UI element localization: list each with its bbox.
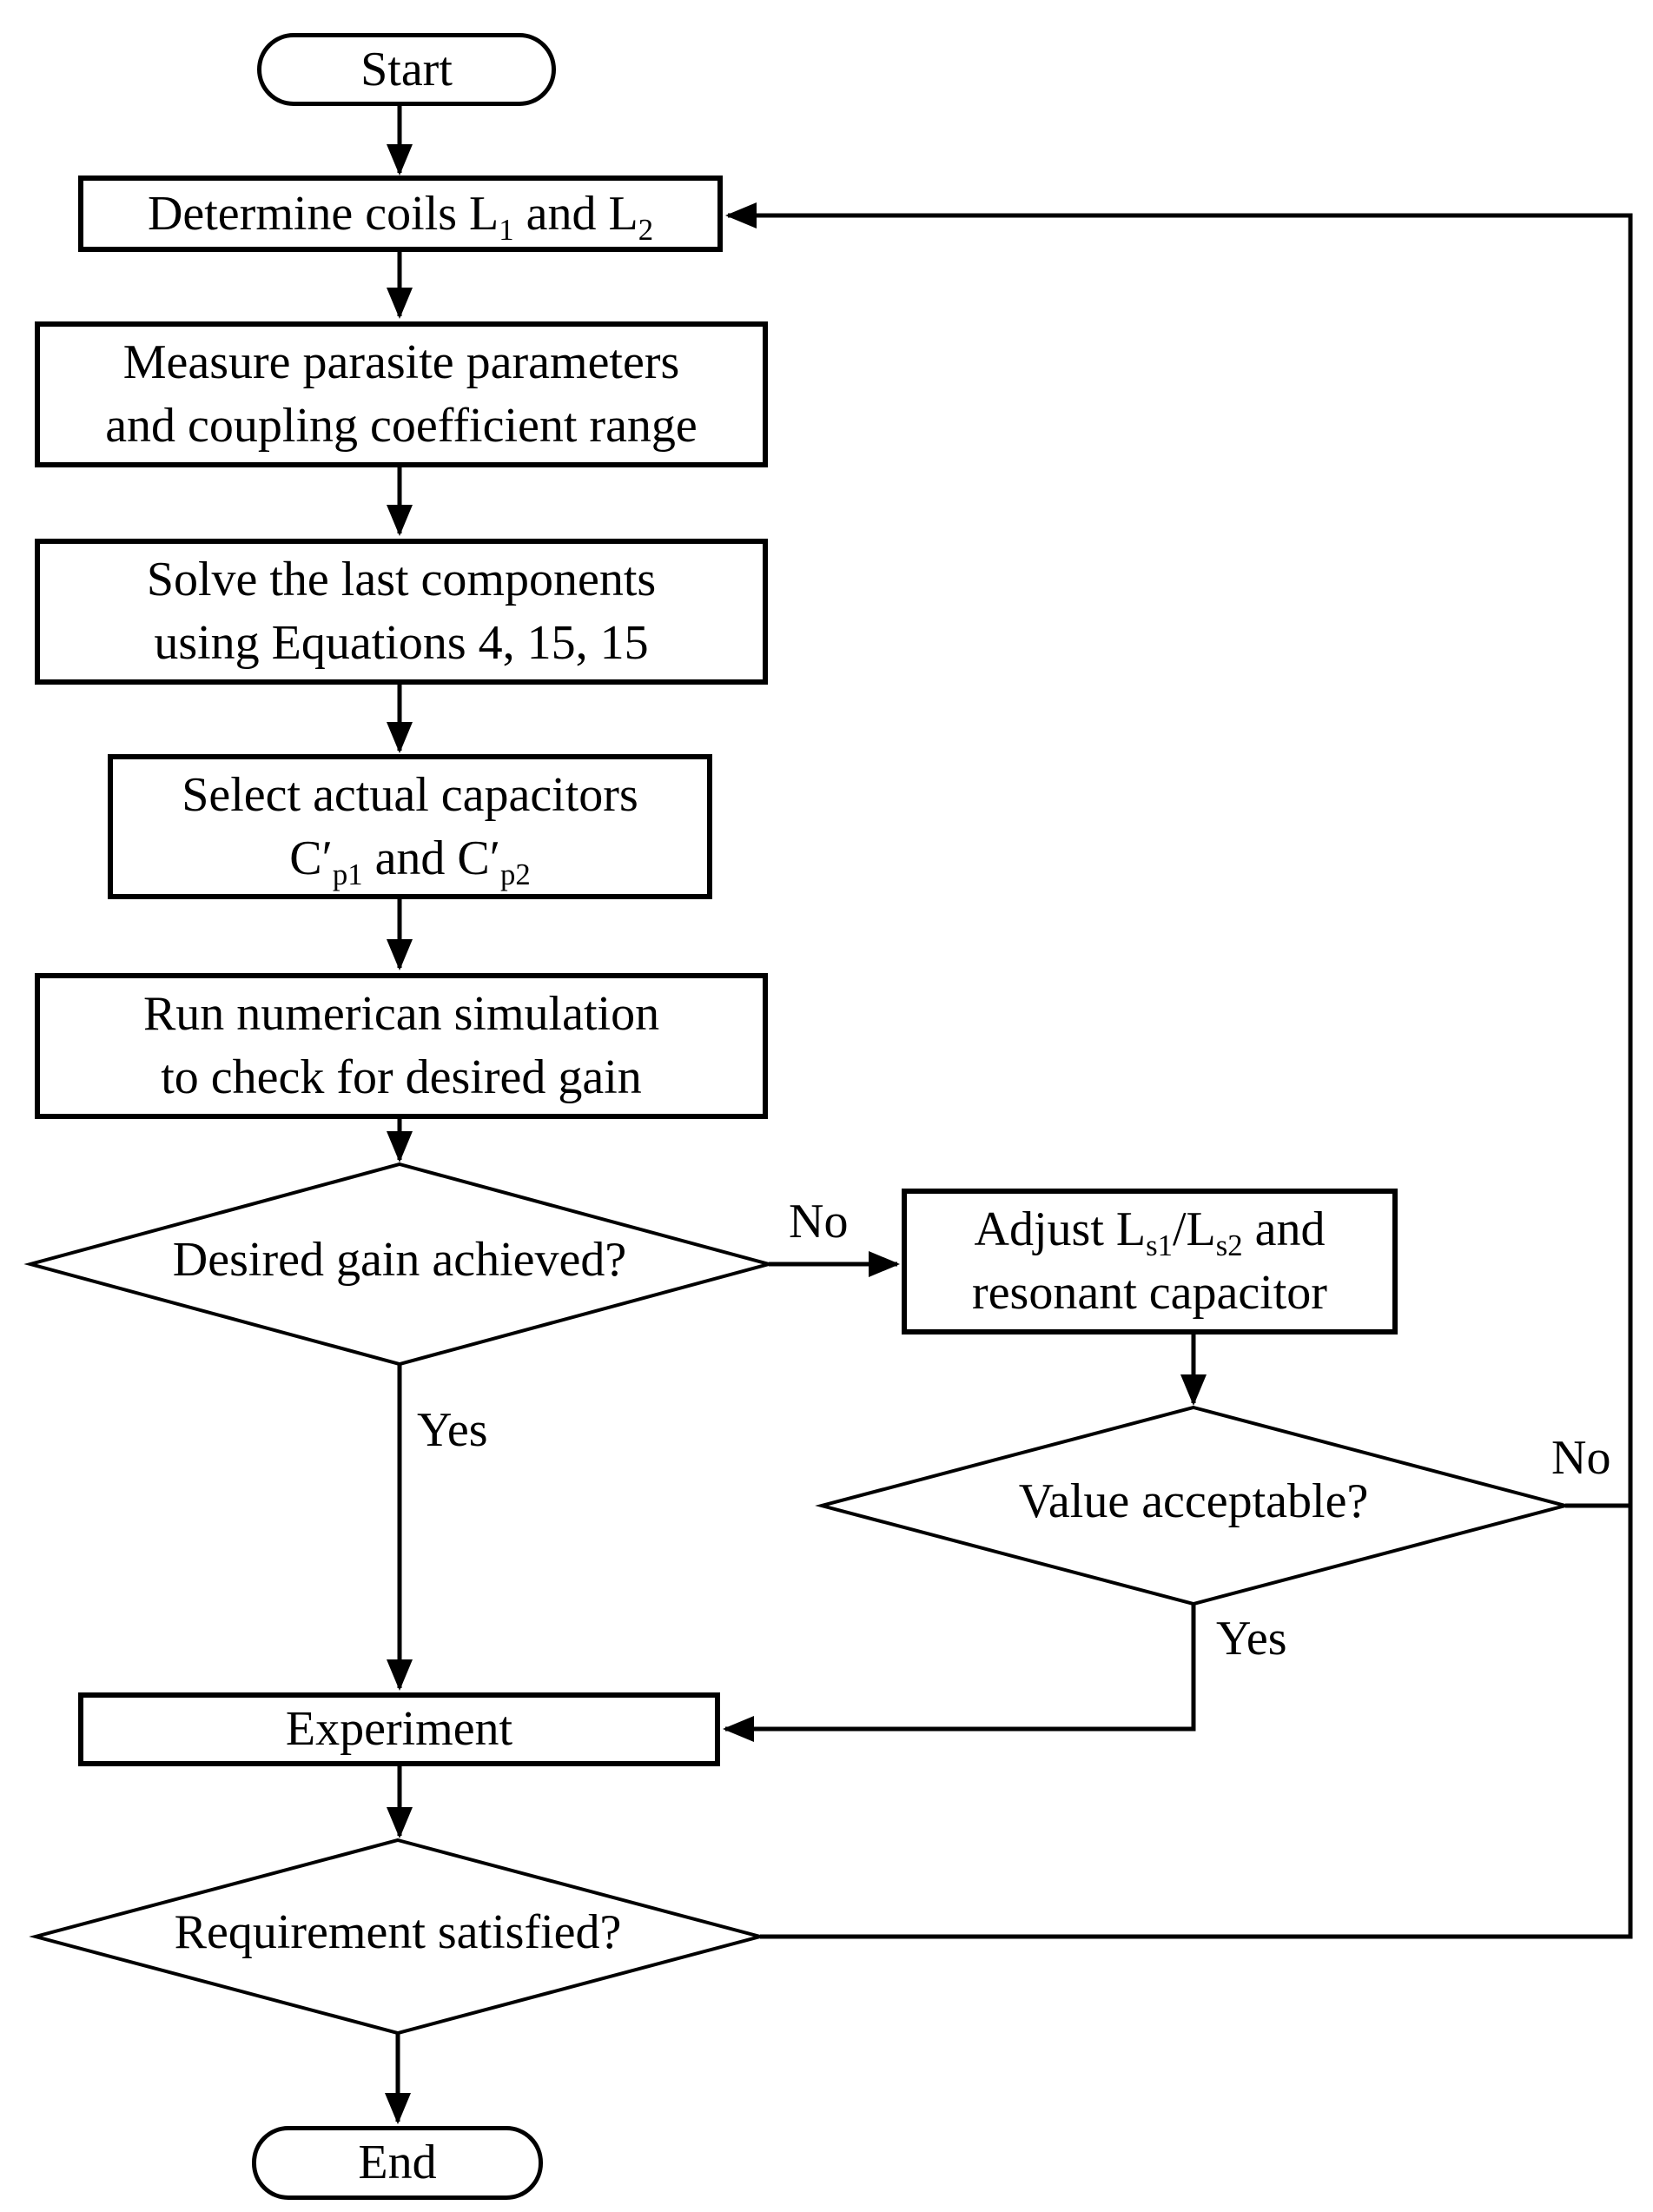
select-line1: Select actual capacitors xyxy=(182,767,638,822)
experiment-label: Experiment xyxy=(285,1702,513,1757)
value-acceptable-yes-label: Yes xyxy=(1216,1612,1287,1666)
end-label: End xyxy=(358,2136,437,2190)
desired-gain-yes-label: Yes xyxy=(417,1403,488,1457)
requirement-diamond xyxy=(29,1838,767,2036)
measure-parameters-box: Measure parasite parameters and coupling… xyxy=(35,321,768,467)
value-acceptable-label: Value acceptable? xyxy=(1018,1474,1369,1528)
start-label: Start xyxy=(360,42,453,96)
connector-value-yes xyxy=(723,1604,1196,1742)
adjust-line2: resonant capacitor xyxy=(972,1266,1327,1320)
experiment-box: Experiment xyxy=(78,1692,720,1766)
end-node: End xyxy=(252,2126,543,2200)
adjust-line1: Adjust Ls1/Ls2 and xyxy=(974,1202,1326,1263)
start-node: Start xyxy=(257,33,556,106)
select-line2: C′p1 and C′p2 xyxy=(289,831,531,891)
solve-line1: Solve the last components xyxy=(146,553,657,607)
determine-coils-box: Determine coils L1 and L2 xyxy=(78,176,723,252)
measure-line1: Measure parasite parameters xyxy=(122,335,680,390)
solve-components-box: Solve the last components using Equation… xyxy=(35,539,768,685)
desired-gain-diamond xyxy=(23,1162,776,1367)
determine-coils-label: Determine coils L1 and L2 xyxy=(147,186,654,247)
adjust-box: Adjust Ls1/Ls2 and resonant capacitor xyxy=(902,1189,1398,1334)
run-line2: to check for desired gain xyxy=(161,1050,642,1104)
desired-gain-label: Desired gain achieved? xyxy=(172,1233,627,1287)
value-acceptable-diamond xyxy=(815,1405,1572,1606)
select-capacitors-box: Select actual capacitors C′p1 and C′p2 xyxy=(108,754,712,899)
solve-line2: using Equations 4, 15, 15 xyxy=(154,616,649,670)
value-acceptable-no-label: No xyxy=(1551,1431,1611,1485)
desired-gain-no-label: No xyxy=(789,1195,849,1248)
requirement-label: Requirement satisfied? xyxy=(174,1905,622,1959)
measure-line2: and coupling coefficient range xyxy=(105,399,698,453)
run-simulation-box: Run numerican simulation to check for de… xyxy=(35,973,768,1119)
connector-feedback-loop xyxy=(725,202,1633,1939)
run-line1: Run numerican simulation xyxy=(142,987,660,1042)
